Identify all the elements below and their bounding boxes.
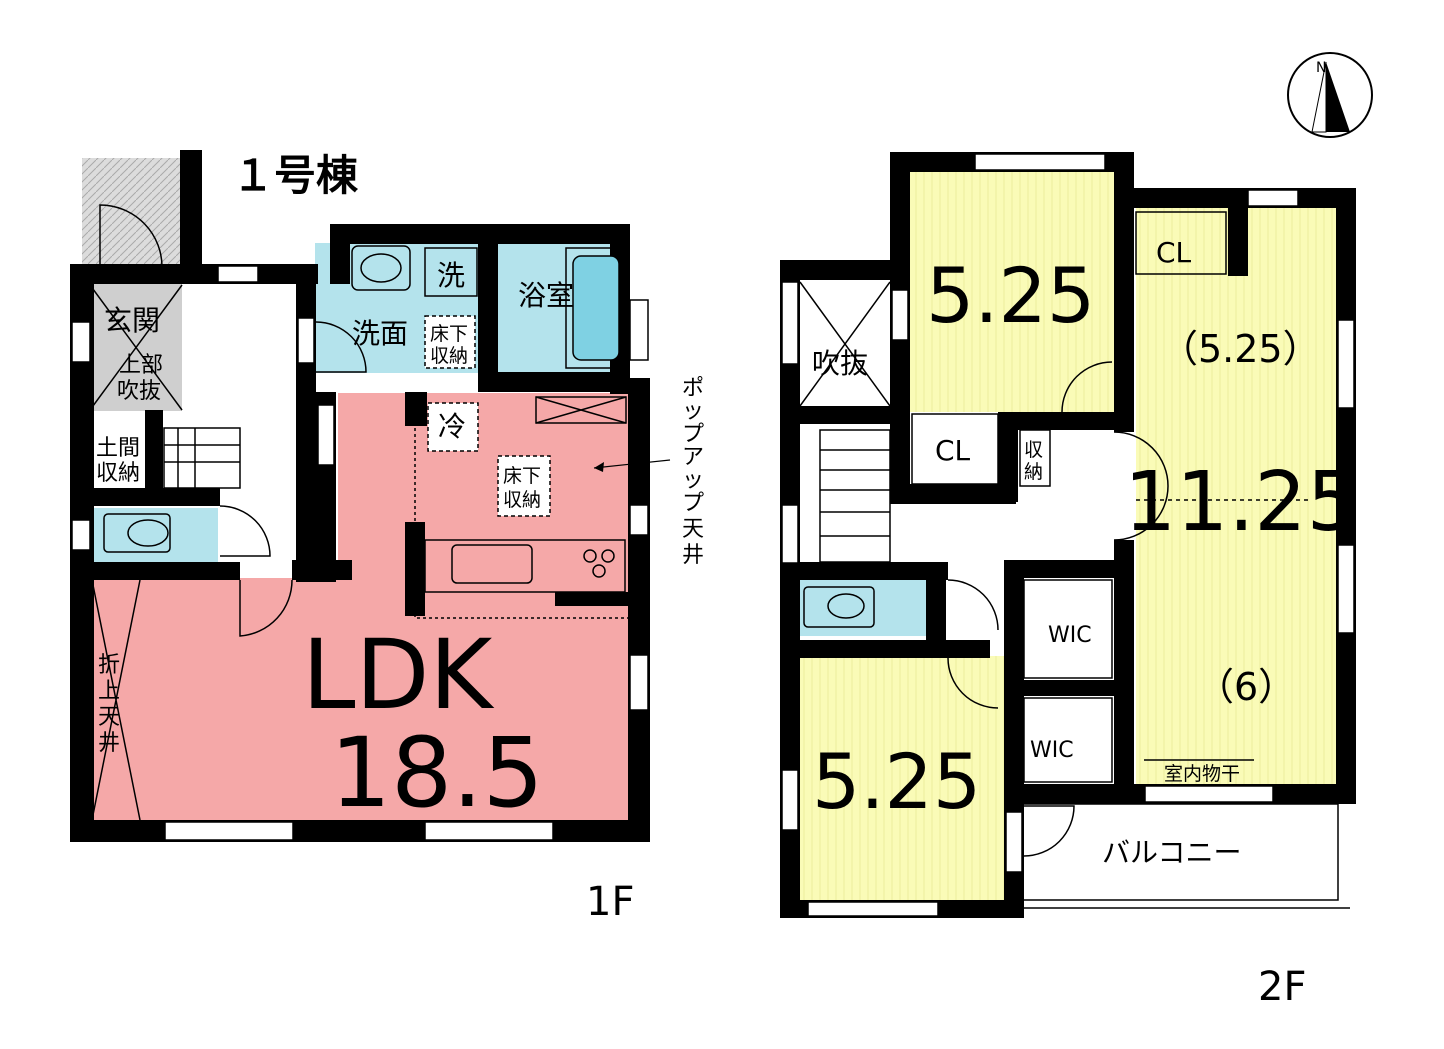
storage-1f-line2: 納 bbox=[308, 535, 327, 557]
storage-1f-line1: 収 bbox=[308, 513, 327, 535]
svg-text:ッ: ッ bbox=[682, 468, 704, 493]
entrance-void-line2: 吹抜 bbox=[117, 379, 161, 404]
ldk-area-upper bbox=[338, 393, 632, 588]
underfloor-wash-line2: 収納 bbox=[430, 345, 468, 367]
earth-storage-line1: 土間 bbox=[96, 436, 140, 461]
toilet-1f-area bbox=[92, 508, 218, 562]
room-a-size: 5.25 bbox=[926, 251, 1095, 340]
underfloor-kitchen-line2: 収納 bbox=[503, 489, 541, 511]
void-2f-label: 吹抜 bbox=[812, 347, 868, 380]
indoor-drying-label: 室内物干 bbox=[1164, 763, 1240, 785]
popup-ceiling-label: ポ ッ プ ア ッ プ 天 井 bbox=[682, 376, 704, 568]
storage-2f-line2: 納 bbox=[1024, 461, 1043, 483]
floor-2-plan: 吹抜 5.25 CL 収 納 CL （5.25） 11.25 （6） WIC W… bbox=[780, 152, 1359, 1010]
storage-2f-line1: 収 bbox=[1024, 439, 1043, 461]
floor-1-plan: １号棟 玄関 上部 吹抜 土間 収納 洗面 洗 床下 収納 浴室 冷 床下 収納… bbox=[70, 150, 704, 925]
master-sub1: （5.25） bbox=[1160, 327, 1321, 371]
floor-1-label: 1F bbox=[586, 879, 634, 925]
room-b-size: 5.25 bbox=[812, 737, 981, 826]
folded-ceiling-2: 上 bbox=[98, 679, 120, 704]
underfloor-wash-line1: 床下 bbox=[430, 323, 468, 345]
svg-text:N: N bbox=[1316, 60, 1326, 76]
washroom-label: 洗面 bbox=[352, 317, 408, 350]
svg-text:ポ: ポ bbox=[682, 376, 704, 401]
underfloor-kitchen-line1: 床下 bbox=[503, 465, 541, 487]
entrance-label: 玄関 bbox=[104, 304, 160, 337]
washer-label: 洗 bbox=[437, 259, 465, 292]
folded-ceiling-4: 井 bbox=[98, 731, 120, 756]
balcony-label: バルコニー bbox=[1102, 836, 1241, 869]
room-b-area bbox=[798, 656, 1006, 900]
ldk-size: 18.5 bbox=[330, 717, 544, 829]
folded-ceiling-1: 折 bbox=[98, 653, 120, 678]
stairs-2f bbox=[819, 429, 891, 563]
svg-text:プ: プ bbox=[682, 491, 704, 516]
folded-ceiling-3: 天 bbox=[98, 705, 120, 730]
closet-b-label: CL bbox=[1156, 236, 1192, 269]
closet-a-label: CL bbox=[935, 434, 971, 467]
room-a-area bbox=[908, 170, 1114, 412]
svg-text:ア: ア bbox=[682, 445, 704, 470]
master-area bbox=[1136, 206, 1336, 786]
svg-text:プ: プ bbox=[682, 422, 704, 447]
master-sub2: （6） bbox=[1196, 665, 1296, 709]
earth-storage-line2: 収納 bbox=[96, 461, 140, 486]
wic-2-label: WIC bbox=[1030, 738, 1074, 763]
svg-text:天: 天 bbox=[682, 517, 704, 542]
svg-text:ッ: ッ bbox=[682, 399, 704, 424]
ldk-label: LDK bbox=[302, 619, 494, 731]
floor-2-label: 2F bbox=[1258, 964, 1306, 1010]
stairs-1f bbox=[163, 427, 241, 489]
wic-1-label: WIC bbox=[1048, 623, 1092, 648]
svg-text:井: 井 bbox=[682, 543, 704, 568]
ldk-area bbox=[90, 578, 632, 823]
building-title: １号棟 bbox=[232, 151, 359, 200]
fridge-label: 冷 bbox=[438, 410, 466, 443]
entrance-void-line1: 上部 bbox=[119, 353, 163, 378]
bathroom-label-1: 浴室 bbox=[518, 279, 574, 312]
compass-icon: N bbox=[1287, 52, 1373, 138]
master-total: 11.25 bbox=[1124, 455, 1359, 550]
